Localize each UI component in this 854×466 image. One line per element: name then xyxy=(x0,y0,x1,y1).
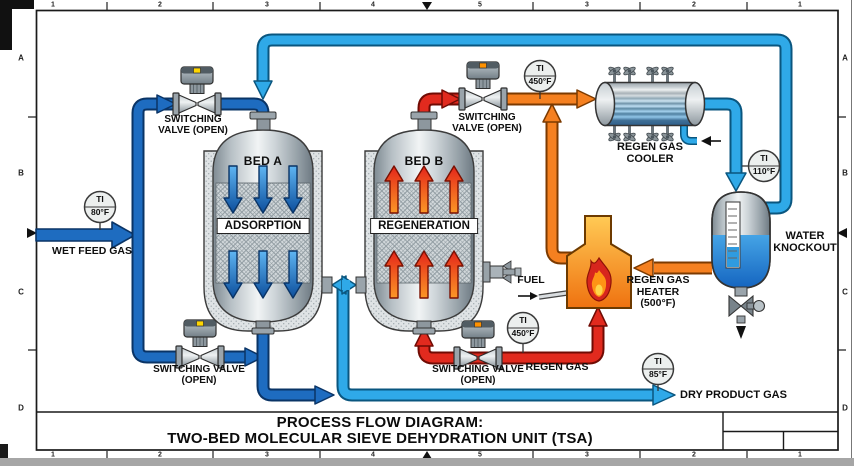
bed-b-side-fitting xyxy=(482,260,522,284)
drawing-title-line2: TWO-BED MOLECULAR SIEVE DEHYDRATION UNIT… xyxy=(167,430,593,447)
heater-label-line2: HEATER xyxy=(636,285,680,298)
wet-feed-gas-label: WET FEED GAS xyxy=(52,245,132,257)
ti-knockout-inlet-tag: TI xyxy=(760,153,768,163)
knockout-label-line1: WATER xyxy=(785,230,825,242)
knockout-label: WATER KNOCKOUT xyxy=(773,230,837,254)
drawing-title-line1: PROCESS FLOW DIAGRAM: xyxy=(276,414,484,431)
fuel-arrow xyxy=(530,292,538,300)
fan-icon xyxy=(645,65,675,85)
adsorption-flow-arrows xyxy=(223,165,303,299)
valve-label-bottom-left: SWITCHING VALVE (OPEN) xyxy=(153,364,245,386)
heater-label-line3: (500°F) xyxy=(640,297,676,310)
wet-feed-gas-pipes xyxy=(35,94,335,405)
zone-row-left-d: D xyxy=(18,403,24,413)
ti-regen-supply-tag: TI xyxy=(519,315,527,325)
cooler-label-line1: REGEN GAS xyxy=(616,141,684,153)
regen-gas-pipes xyxy=(414,89,712,365)
bed-b-side-nozzle xyxy=(355,276,367,294)
bed-a-side-nozzle xyxy=(321,276,333,294)
ti-feed-value: 80°F xyxy=(90,207,110,217)
regeneration-flow-arrows xyxy=(384,165,464,299)
ti-bubbles xyxy=(83,59,781,391)
valve-label-bottom-right: SWITCHING VALVE (OPEN) xyxy=(432,364,524,386)
col-bottom-1: 1 xyxy=(51,451,55,459)
cooler-label: REGEN GAS COOLER xyxy=(617,141,683,165)
zone-row-left-b: B xyxy=(18,168,24,178)
col-top-4: 4 xyxy=(371,1,375,9)
col-bottom-4: 4 xyxy=(371,451,375,459)
col-top-1: 1 xyxy=(51,1,55,9)
regen-gas-heater xyxy=(566,215,632,309)
switching-valve-bottom-right xyxy=(453,320,503,370)
bottom-gray-strip xyxy=(0,458,854,466)
ti-dry-product-value: 85°F xyxy=(648,369,668,379)
col-bottom-5: 5 xyxy=(478,451,482,459)
col-top-3: 3 xyxy=(265,1,269,9)
col-bottom-2: 2 xyxy=(158,451,162,459)
fan-icon xyxy=(645,123,675,143)
ti-cooler-inlet-tag: TI xyxy=(536,63,544,73)
col-top-6: 3 xyxy=(585,1,589,9)
dry-gas-pipes xyxy=(253,33,793,406)
dry-product-arrow xyxy=(652,384,676,406)
ti-regen-supply-value: 450°F xyxy=(511,328,535,338)
valve-label-top-right: SWITCHING VALVE (OPEN) xyxy=(452,112,522,134)
valve-label-top-left: SWITCHING VALVE (OPEN) xyxy=(158,114,228,136)
cooler-label-line2: COOLER xyxy=(626,153,674,166)
col-top-7: 2 xyxy=(692,1,696,9)
col-bottom-6: 3 xyxy=(585,451,589,459)
bed-b-name: BED B xyxy=(404,154,444,168)
bed-a-mode-box: ADSORPTION xyxy=(216,218,310,234)
col-bottom-3: 3 xyxy=(265,451,269,459)
water-level xyxy=(712,235,770,288)
col-top-5: 5 xyxy=(478,1,482,9)
zone-row-right-d: D xyxy=(842,403,848,413)
wet-feed-gas-arrow xyxy=(35,221,136,249)
interbed-arrow-patch xyxy=(342,280,350,290)
ti-dry-product-tag: TI xyxy=(654,356,662,366)
switching-valve-bottom-left xyxy=(175,319,225,369)
water-knockout-vessel xyxy=(711,191,771,339)
zone-row-left-c: C xyxy=(18,287,24,297)
col-bottom-7: 2 xyxy=(692,451,696,459)
regen-gas-cooler xyxy=(594,65,706,143)
bed-b-mode-box: REGENERATION xyxy=(370,218,478,234)
heater-label: REGEN GAS HEATER (500°F) xyxy=(626,274,690,310)
ti-knockout-inlet-value: 110°F xyxy=(752,166,776,176)
regen-gas-label: REGEN GAS xyxy=(525,361,589,373)
zone-row-left-a: A xyxy=(18,53,24,63)
col-bottom-8: 1 xyxy=(798,451,802,459)
switching-valve-top-left xyxy=(172,66,222,116)
fan-icon xyxy=(607,65,637,85)
fuel-label: FUEL xyxy=(517,274,545,286)
zone-row-right-b: B xyxy=(842,168,848,178)
bed-a-name: BED A xyxy=(243,154,283,168)
switching-valve-top-right xyxy=(458,61,508,111)
ti-feed-tag: TI xyxy=(96,194,104,204)
heater-label-line1: REGEN GAS xyxy=(626,274,690,286)
knockout-label-line2: KNOCKOUT xyxy=(773,242,837,255)
corner-crop-mark xyxy=(0,0,12,50)
drain-arrow xyxy=(736,326,746,339)
zone-row-right-a: A xyxy=(842,53,848,63)
col-top-8: 1 xyxy=(798,1,802,9)
knockout-drain-valve xyxy=(728,286,766,339)
recycle-arrow xyxy=(253,80,273,100)
fan-icon xyxy=(607,123,637,143)
ti-cooler-inlet-value: 450°F xyxy=(528,76,552,86)
handwheel-icon xyxy=(752,299,766,313)
fuel-line xyxy=(518,290,568,300)
zone-row-right-c: C xyxy=(842,287,848,297)
col-top-2: 2 xyxy=(158,1,162,9)
cooler-drain-arrow xyxy=(701,136,711,146)
dry-product-gas-label: DRY PRODUCT GAS xyxy=(680,389,787,401)
